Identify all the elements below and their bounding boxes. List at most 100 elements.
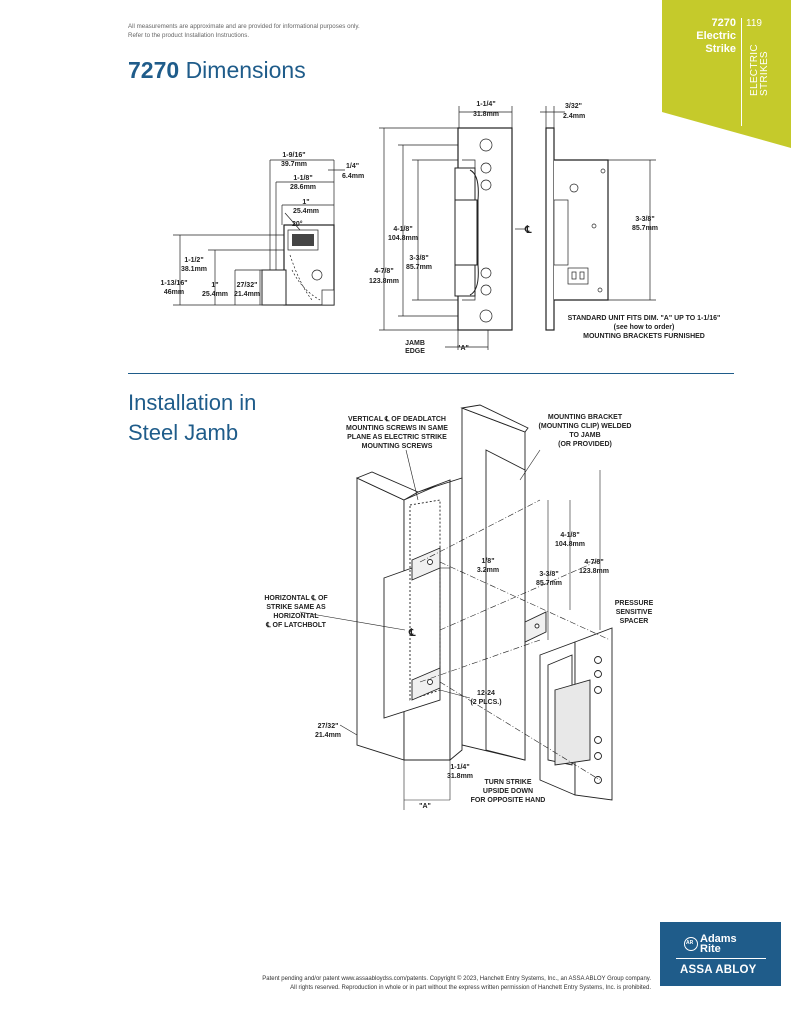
section-title-line: Installation in [128,390,257,415]
dim-label: 4-1/8" [393,226,412,233]
dim-label: 1-1/4" [450,764,469,771]
dim-label: 28.6mm [290,184,316,191]
dim-label: 4-7/8" [584,559,603,566]
title-model: 7270 [128,57,180,83]
dim-label: "A" [457,345,469,352]
dim-label: 1-13/16" [160,280,187,287]
dimensions-drawing: 1-9/16" 39.7mm 1-1/8" 28.6mm 1" 25.4mm 2… [160,101,721,355]
tab-divider [741,18,742,126]
note-text: STANDARD UNIT FITS DIM. "A" UP TO 1-1/16… [568,315,721,322]
dim-label: 1" [211,282,218,289]
section-divider [128,373,734,374]
logo-parent-brand: ASSA ABLOY [680,964,757,976]
dim-label: 3/32" [565,103,582,110]
dim-label: 1/8" [481,558,494,565]
dim-label: 1" [302,199,309,206]
callout-text: STRIKE SAME AS [266,604,326,611]
callout-text: SPACER [620,618,649,625]
dim-label: 21.4mm [315,732,341,739]
footer-line: All rights reserved. Reproduction in who… [290,985,651,991]
dim-label: 1-1/4" [476,101,495,108]
disclaimer-line: All measurements are approximate and are… [128,23,360,30]
dim-label: 104.8mm [388,235,418,242]
page-number: 119 [746,18,762,29]
centerline-symbol: ℄ [408,628,416,639]
disclaimer-line: Refer to the product Installation Instru… [128,32,250,39]
dim-label: 2.4mm [563,113,585,120]
logo-badge-text: AR [686,940,694,946]
callout-text: TURN STRIKE [484,779,531,786]
dim-label: 123.8mm [579,568,609,575]
dim-label: 27/32" [318,723,339,730]
dim-label: 1-9/16" [282,152,305,159]
dim-label: 3-3/8" [539,571,558,578]
callout-text: FOR OPPOSITE HAND [471,797,546,804]
centerline-symbol: ℄ [524,225,532,236]
dim-label: "A" [419,803,431,810]
callout-text: MOUNTING SCREWS [362,443,433,450]
callout-text: HORIZONTAL ℄ OF [264,594,328,602]
dim-label: 104.8mm [555,541,585,548]
dim-label: 21.4mm [234,291,260,298]
dim-label: 85.7mm [406,264,432,271]
dim-label: 6.4mm [342,173,364,180]
dim-label: 46mm [164,289,184,296]
disclaimer: All measurements are approximate and are… [128,22,360,40]
callout-text: (MOUNTING CLIP) WELDED [539,423,632,430]
note-text: (see how to order) [614,324,675,331]
callout-text: (2 PLCS.) [470,699,501,706]
callout-text: TO JAMB [569,432,600,439]
callout-text: ℄ OF LATCHBOLT [265,621,327,629]
page-title: 7270 Dimensions [128,57,306,84]
dim-label: 20° [292,220,303,228]
dim-label: 31.8mm [473,111,499,118]
dim-label: 123.8mm [369,278,399,285]
installation-drawing: VERTICAL ℄ OF DEADLATCH MOUNTING SCREWS … [264,404,654,810]
dim-label: 3.2mm [477,567,499,574]
callout-text: VERTICAL ℄ OF DEADLATCH [348,415,446,423]
logo-divider [676,958,766,959]
dim-label: 38.1mm [181,266,207,273]
callout-text: PRESSURE [615,600,654,607]
dim-label: 31.8mm [447,773,473,780]
logo-brand-name: Adams Rite [700,933,737,955]
callout-text: MOUNTING BRACKET [548,414,623,421]
dim-label: 4-7/8" [374,268,393,275]
callout-text: PLANE AS ELECTRIC STRIKE [347,434,447,441]
dim-label: 1/4" [346,163,359,170]
side-plate-view [545,127,555,331]
title-text: Dimensions [185,57,306,83]
dim-label: 3-3/8" [409,255,428,262]
tab-type-line2: Strike [705,43,736,55]
note-text: MOUNTING BRACKETS FURNISHED [583,333,705,340]
tab-model: 7270 [711,17,736,29]
dim-label: 1-1/8" [293,175,312,182]
footer-copyright: Patent pending and/or patent www.assaabl… [262,975,651,993]
footer-line: Patent pending and/or patent www.assaabl… [262,976,651,982]
dim-label: 25.4mm [202,291,228,298]
logo-badge-icon: AR [684,937,698,951]
callout-text: (OR PROVIDED) [558,441,612,448]
callout-text: SENSITIVE [616,609,653,616]
section-title-line: Steel Jamb [128,420,239,445]
tab-type-line1: Electric [696,30,736,42]
dim-label: EDGE [405,348,425,355]
callout-text: UPSIDE DOWN [483,788,533,795]
callout-text: MOUNTING SCREWS IN SAME [346,425,448,432]
dim-label: 25.4mm [293,208,319,215]
adams-rite-logo: AR Adams Rite ASSA ABLOY [660,922,781,986]
dim-label: JAMB [405,340,425,347]
dim-label: 3-3/8" [635,216,654,223]
dim-label: 39.7mm [281,161,307,168]
dim-label: 4-1/8" [560,532,579,539]
callout-text: 12-24 [477,690,495,697]
callout-text: HORIZONTAL [273,613,319,620]
dim-label: 1-1/2" [184,257,203,264]
logo-line: Adams [700,933,737,945]
dim-label: 85.7mm [536,580,562,587]
logo-line: Rite [700,943,721,955]
dim-label: 85.7mm [632,225,658,232]
section-tab-label: 7270 Electric Strike [696,17,736,56]
section-title: Installation in Steel Jamb [128,388,256,448]
dim-label: 27/32" [237,282,258,289]
